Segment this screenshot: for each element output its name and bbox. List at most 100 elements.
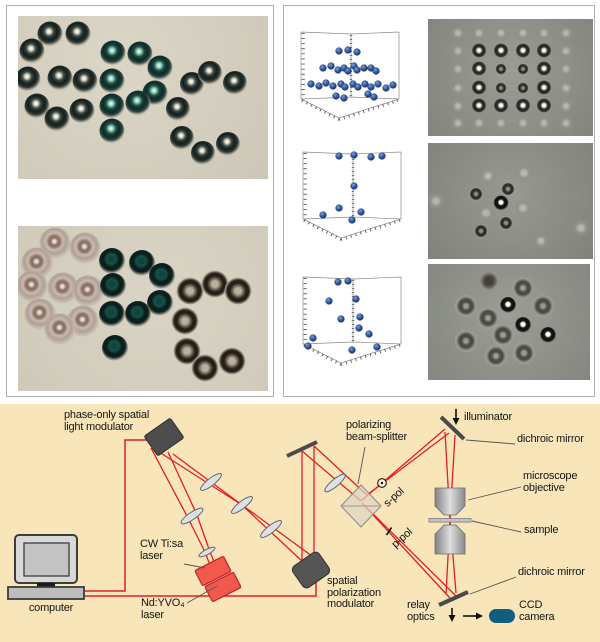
particle [572, 219, 590, 237]
particle [471, 25, 487, 41]
label-pointers [183, 439, 522, 604]
trapped-particle-sphere [360, 64, 368, 72]
trapped-particle-sphere [315, 82, 323, 90]
label-nd-laser: Nd:YVO₄ laser [141, 597, 185, 621]
particle [176, 277, 204, 305]
trapped-particle-sphere [319, 64, 327, 72]
trapped-particle-sphere [348, 346, 356, 354]
particle [100, 40, 126, 66]
particle [471, 115, 487, 131]
particle [480, 272, 498, 290]
particle [99, 93, 125, 119]
particle [47, 65, 73, 91]
particle [125, 301, 151, 327]
label-slm: phase-only spatial light modulator [64, 409, 150, 433]
particle [191, 141, 215, 165]
trapped-particle-sphere [325, 297, 333, 305]
particle [44, 106, 70, 132]
particle [455, 330, 477, 352]
trapped-particle-sphere [350, 151, 358, 159]
particle [223, 71, 247, 95]
particle [493, 43, 509, 59]
illuminator-arrow [452, 409, 460, 425]
micrograph-random [428, 264, 590, 380]
label-dichroic-bottom: dichroic mirror [518, 566, 585, 578]
particle [492, 324, 514, 346]
trapped-particle-sphere [348, 216, 356, 224]
trapped-particle-sphere [334, 66, 342, 74]
particle [170, 126, 194, 150]
trapped-particle-sphere [344, 46, 352, 54]
particle [495, 63, 507, 75]
particle [102, 335, 128, 361]
particle [428, 192, 445, 210]
particle [517, 82, 529, 94]
particle [515, 43, 531, 59]
label-computer: computer [28, 602, 74, 614]
particle [218, 347, 246, 375]
micrograph-grid [428, 19, 593, 136]
particle [471, 43, 487, 59]
particle [72, 275, 104, 307]
trapped-particle-sphere [353, 48, 361, 56]
particle [171, 307, 199, 335]
control-wires [84, 439, 317, 597]
particle [515, 25, 531, 41]
particle [536, 61, 552, 77]
trapped-particle-sphere [334, 278, 342, 286]
scatter3d-sparse [291, 141, 427, 251]
particle [450, 115, 466, 131]
particle [99, 118, 125, 144]
particle [471, 98, 487, 114]
spatial-polarization-modulator-box [291, 551, 331, 589]
particle [69, 98, 95, 124]
fold-mirror [286, 440, 318, 458]
particle [450, 25, 466, 41]
label-spm: spatial polarization modulator [327, 575, 381, 610]
dichroic-mirror-top [439, 415, 466, 441]
particle [533, 233, 549, 249]
particle [450, 43, 466, 59]
ccd-arrow [463, 612, 483, 620]
particle [216, 132, 240, 156]
objective-top [434, 487, 466, 516]
particle [469, 187, 483, 201]
particle [558, 25, 574, 41]
particle [493, 195, 509, 211]
dichroic-mirror-bottom [438, 590, 469, 607]
optical-setup-diagram: phase-only spatial light modulator compu… [0, 404, 600, 642]
trapped-particle-sphere [322, 79, 330, 87]
trapped-particle-sphere [355, 324, 363, 332]
particle [540, 327, 556, 343]
trapped-particle-sphere [340, 94, 348, 102]
trapped-particle-sphere [373, 343, 381, 351]
micrograph-multi-plane [18, 226, 268, 391]
trapped-particle-sphere [354, 83, 362, 91]
label-objective: microscope objective [523, 470, 578, 494]
trapped-particle-sphere [309, 334, 317, 342]
micrograph-panel-left [6, 5, 274, 397]
particle [65, 21, 91, 47]
particle [44, 313, 76, 345]
trapped-particle-sphere [304, 342, 312, 350]
particle [517, 63, 529, 75]
particle [474, 224, 488, 238]
particle [477, 204, 495, 222]
particle [450, 98, 466, 114]
particle [99, 68, 125, 94]
particle [198, 61, 222, 85]
label-ccd-camera: CCD camera [519, 599, 555, 623]
trapped-particle-sphere [364, 90, 372, 98]
objective-bottom [434, 524, 466, 555]
relay-lenses [180, 473, 346, 558]
trapped-particle-sphere [382, 84, 390, 92]
relay-down-arrow [448, 608, 456, 622]
particle [493, 98, 509, 114]
scatter3d-grid [289, 21, 425, 131]
particle [147, 55, 173, 81]
trapped-particle-sphere [332, 92, 340, 100]
ti-sapphire-laser-box [194, 556, 232, 586]
particle [513, 342, 535, 364]
trapped-particle-sphere [353, 66, 361, 74]
particle [536, 115, 552, 131]
